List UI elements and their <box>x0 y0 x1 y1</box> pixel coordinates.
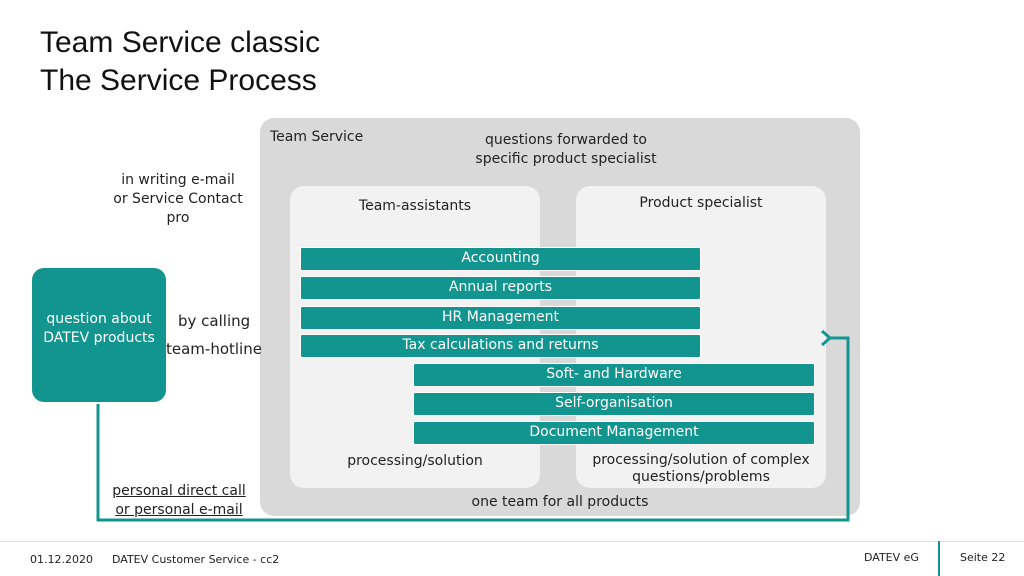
footer-brand: DATEV eG <box>864 551 919 564</box>
footer-service: DATEV Customer Service - cc2 <box>112 553 280 566</box>
one-team-label: one team for all products <box>471 494 649 510</box>
return-arrow-head <box>821 329 833 347</box>
personal-direct-label: personal direct call or personal e-mail <box>112 483 246 518</box>
footer-date: 01.12.2020 <box>30 553 93 566</box>
topic-bar-document-management: Document Management <box>413 421 815 445</box>
processing-solution-label: processing/solution <box>347 453 483 469</box>
forwarded-label: questions forwarded to specific product … <box>475 132 657 167</box>
footer-divider <box>0 541 1024 542</box>
topic-bar-self-organisation: Self-organisation <box>413 392 815 416</box>
topic-bar-annual-reports: Annual reports <box>300 276 701 300</box>
footer-accent-line <box>938 541 940 576</box>
question-box: question about DATEV products <box>32 268 166 402</box>
question-box-label: question about DATEV products <box>43 311 155 346</box>
by-calling-label: by calling <box>178 312 251 330</box>
footer-page: Seite 22 <box>960 551 1006 564</box>
title-line-1: Team Service classic <box>40 26 321 59</box>
team-assistants-label: Team-assistants <box>358 198 472 214</box>
processing-complex-label: processing/solution of complex questions… <box>592 452 810 485</box>
title-line-2: The Service Process <box>40 64 317 97</box>
topic-bar-accounting: Accounting <box>300 247 701 271</box>
team-hotline-label: team-hotline <box>166 340 262 358</box>
return-connector <box>96 336 850 522</box>
team-service-label: Team Service <box>270 129 364 145</box>
topic-bar-soft-hardware: Soft- and Hardware <box>413 363 815 387</box>
in-writing-label: in writing e-mail or Service Contact pro <box>113 172 243 226</box>
topic-bar-tax: Tax calculations and returns <box>300 334 701 358</box>
topic-bar-hr-management: HR Management <box>300 306 701 330</box>
product-specialist-label: Product specialist <box>639 195 763 211</box>
